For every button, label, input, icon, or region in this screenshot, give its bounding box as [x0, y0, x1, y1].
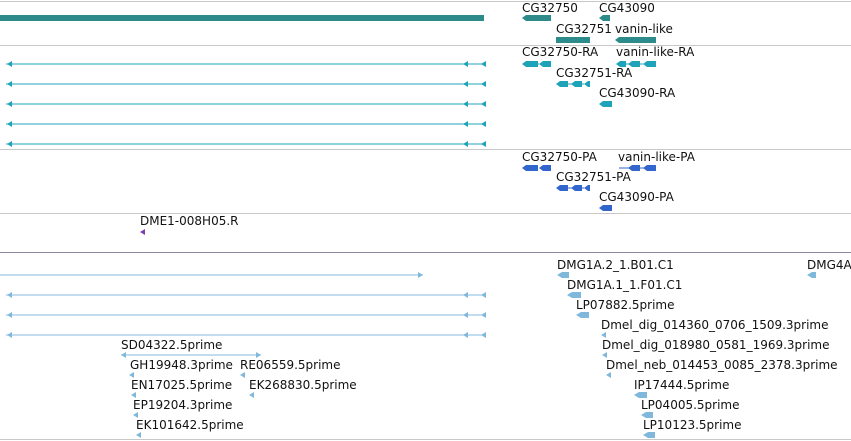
- alignment-label[interactable]: Dmel_dig_018980_0581_1969.3prime: [602, 338, 830, 352]
- est-match-glyph[interactable]: [140, 229, 145, 235]
- track-divider: [0, 213, 851, 214]
- alignment-label[interactable]: DMG1A.1_1.F01.C1: [567, 278, 683, 292]
- gene-label-cg32751[interactable]: CG32751: [556, 22, 612, 36]
- protein-track: [522, 165, 656, 211]
- alignment-label[interactable]: RE06559.5prime: [240, 358, 341, 372]
- track-divider: [0, 439, 851, 440]
- gene-glyph[interactable]: [556, 37, 590, 43]
- transcript-glyph[interactable]: [599, 101, 612, 107]
- alignment-label[interactable]: Dmel_neb_014453_0085_2378.3prime: [606, 358, 838, 372]
- alignment-label[interactable]: LP04005.5prime: [641, 398, 740, 412]
- alignment-label[interactable]: EK268830.5prime: [249, 378, 357, 392]
- transcript-glyph[interactable]: [539, 61, 551, 67]
- alignment-label[interactable]: DMG1A.2_1.B01.C1: [557, 258, 674, 272]
- alignment-label[interactable]: EP19204.3prime: [133, 398, 233, 412]
- gene-track: [0, 15, 656, 43]
- alignment-label[interactable]: LP10123.5prime: [643, 418, 742, 432]
- section-divider: [0, 252, 851, 253]
- protein-glyph[interactable]: [643, 165, 656, 171]
- transcript-label-cg32750-ra[interactable]: CG32750-RA: [522, 45, 599, 59]
- transcript-label-cg32751-ra[interactable]: CG32751-RA: [556, 66, 633, 80]
- transcript-label-cg43090-ra[interactable]: CG43090-RA: [599, 86, 676, 100]
- gene-glyph[interactable]: [599, 15, 610, 21]
- transcript-glyph[interactable]: [584, 81, 590, 87]
- alignment-label[interactable]: SD04322.5prime: [121, 338, 223, 352]
- alignment-glyph[interactable]: [129, 272, 816, 438]
- transcript-glyph[interactable]: [643, 61, 656, 67]
- protein-glyph[interactable]: [539, 165, 551, 171]
- protein-glyph[interactable]: [522, 165, 538, 171]
- transcript-track: [6, 61, 656, 147]
- transcript-glyph[interactable]: [556, 81, 568, 87]
- transcript-label-vanin-like-ra[interactable]: vanin-like-RA: [616, 45, 695, 59]
- gene-label-cg32750[interactable]: CG32750: [522, 1, 578, 15]
- transcript-glyph[interactable]: [616, 61, 626, 67]
- protein-label-cg32751-pa[interactable]: CG32751-PA: [556, 170, 631, 184]
- alignment-label[interactable]: EN17025.5prime: [131, 378, 233, 392]
- protein-label-cg43090-pa[interactable]: CG43090-PA: [599, 190, 674, 204]
- protein-glyph[interactable]: [584, 185, 590, 191]
- protein-glyph[interactable]: [599, 205, 612, 211]
- alignment-label[interactable]: EK101642.5prime: [136, 418, 244, 432]
- alignment-track: [0, 272, 816, 438]
- protein-glyph[interactable]: [628, 165, 640, 171]
- track-divider: [0, 1, 851, 2]
- protein-glyph[interactable]: [571, 185, 582, 191]
- est-match-label[interactable]: DME1-008H05.R: [140, 214, 239, 228]
- alignment-label[interactable]: GH19948.3prime: [130, 358, 233, 372]
- gene-label-vanin-like[interactable]: vanin-like: [615, 22, 673, 36]
- alignment-label[interactable]: Dmel_dig_014360_0706_1509.3prime: [601, 318, 829, 332]
- alignment-label[interactable]: DMG4A: [807, 258, 851, 272]
- protein-label-cg32750-pa[interactable]: CG32750-PA: [522, 150, 597, 164]
- transcript-glyph[interactable]: [522, 61, 538, 67]
- protein-label-vanin-like-pa[interactable]: vanin-like-PA: [618, 150, 695, 164]
- gene-glyph[interactable]: [615, 37, 656, 43]
- gene-glyph[interactable]: [0, 15, 484, 21]
- gene-glyph[interactable]: [522, 15, 551, 21]
- track-divider: [0, 45, 851, 46]
- gene-label-cg43090[interactable]: CG43090: [599, 1, 655, 15]
- alignment-label[interactable]: LP07882.5prime: [576, 298, 675, 312]
- track-divider: [0, 149, 851, 150]
- protein-glyph[interactable]: [556, 185, 568, 191]
- alignment-label[interactable]: IP17444.5prime: [634, 378, 730, 392]
